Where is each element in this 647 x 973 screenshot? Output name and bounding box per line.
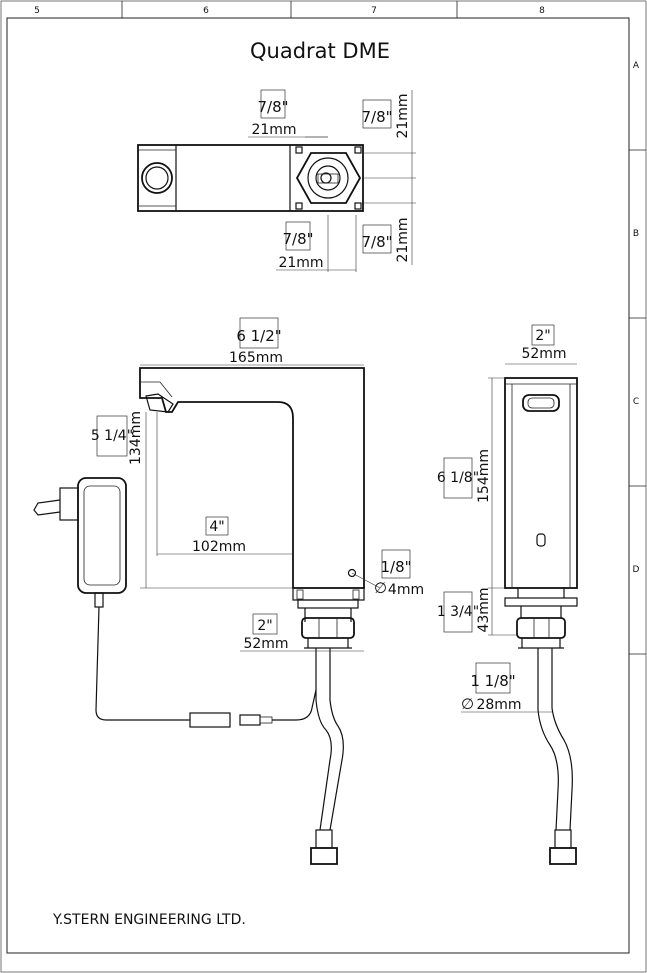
dim-side-bottom-mm: 21mm xyxy=(395,217,411,262)
dim-side-top-mm: 21mm xyxy=(395,93,411,138)
diameter-symbol-icon: ∅ xyxy=(461,695,474,713)
grid-col-8: 8 xyxy=(539,6,545,16)
company-name: Y.STERN ENGINEERING LTD. xyxy=(52,912,246,928)
front-view xyxy=(504,377,578,865)
top-view xyxy=(137,144,364,212)
dim-length-inch: 6 1/2" xyxy=(236,327,281,345)
dim-front-height-inch: 6 1/8" xyxy=(437,470,479,486)
top-view-dimensions: 7/8" 21mm 7/8" 21mm 7/8" 21mm 7/8" 21mm xyxy=(248,89,416,272)
grid-col-5: 5 xyxy=(34,6,40,16)
diameter-symbol-icon: ∅ xyxy=(374,579,387,597)
dim-thread-inch: 1 1/8" xyxy=(470,672,515,690)
dim-bottom-offset-mm: 21mm xyxy=(278,255,323,271)
grid-col-6: 6 xyxy=(203,6,209,16)
dim-height-mm: 134mm xyxy=(128,411,144,465)
dim-reach-inch: 4" xyxy=(209,519,224,535)
dim-base-mm: 52mm xyxy=(243,636,288,652)
dim-top-offset-mm: 21mm xyxy=(251,122,296,138)
dim-front-height-mm: 154mm xyxy=(476,449,492,503)
dim-hole-inch: 1/8" xyxy=(380,558,411,576)
dim-shank-inch: 1 3/4" xyxy=(437,604,479,620)
drawing-title: Quadrat DME xyxy=(250,39,390,63)
front-view-dimensions: 2" 52mm 6 1/8" 154mm 1 3/4" 43mm 1 1/8" … xyxy=(437,324,577,713)
grid-row-c: C xyxy=(633,397,639,407)
dim-length-mm: 165mm xyxy=(229,350,283,366)
dim-top-offset-inch: 7/8" xyxy=(257,98,288,116)
dim-base-inch: 2" xyxy=(257,618,272,634)
dim-front-width-inch: 2" xyxy=(535,328,550,344)
grid-row-b: B xyxy=(633,229,639,239)
dim-side-bottom-inch: 7/8" xyxy=(361,233,392,251)
grid-row-d: D xyxy=(633,565,640,575)
dim-bottom-offset-inch: 7/8" xyxy=(282,230,313,248)
dim-front-width-mm: 52mm xyxy=(521,346,566,362)
dim-shank-mm: 43mm xyxy=(476,587,492,632)
side-view xyxy=(139,367,365,865)
dim-side-top-inch: 7/8" xyxy=(361,108,392,126)
dim-height-inch: 5 1/4" xyxy=(91,428,133,444)
power-adapter xyxy=(33,477,317,728)
grid-col-7: 7 xyxy=(371,6,377,16)
side-view-dimensions: 6 1/2" 165mm 5 1/4" 134mm 4" 102mm 1/8" … xyxy=(91,317,424,652)
grid-row-a: A xyxy=(633,61,640,71)
dim-thread-mm: 28mm xyxy=(476,697,521,713)
dim-reach-mm: 102mm xyxy=(192,539,246,555)
dim-hole-mm: 4mm xyxy=(388,582,424,598)
